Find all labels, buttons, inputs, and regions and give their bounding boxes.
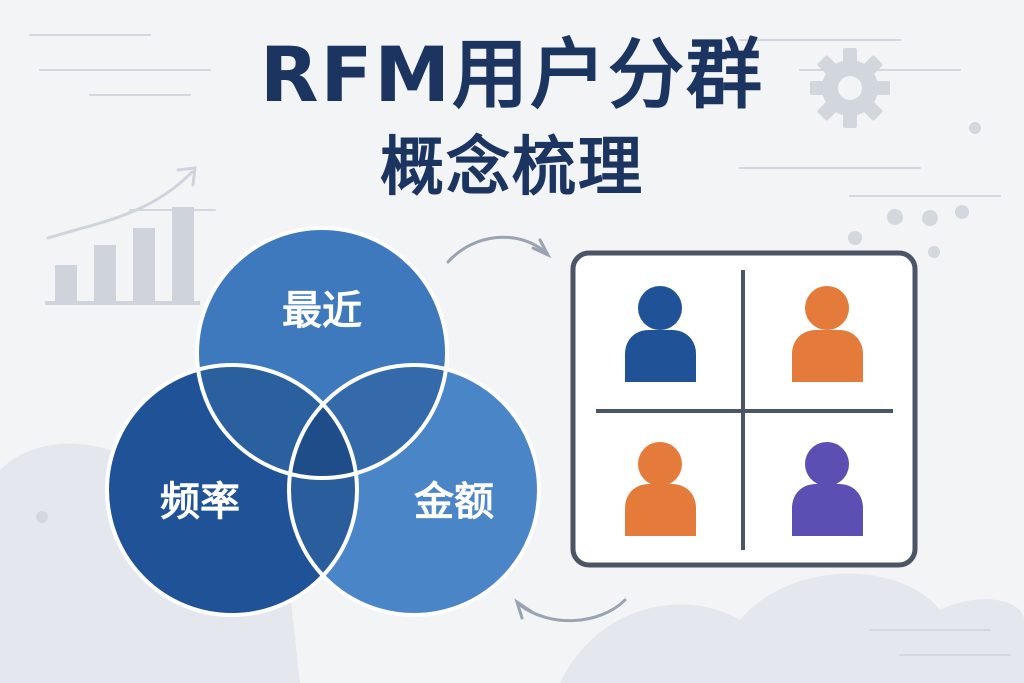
trend-arrow-icon [46, 166, 197, 240]
background-dots [36, 122, 981, 523]
venn-label-recency: 最近 [282, 288, 362, 334]
title-line-2: 概念梳理 [380, 131, 644, 205]
venn-label-frequency: 频率 [160, 479, 240, 525]
title-line-1: RFM用户分群 [259, 30, 765, 119]
user-icon [625, 286, 696, 382]
venn-overlap-recency-frequency [197, 365, 357, 478]
curved-arrow-top-icon [446, 235, 552, 264]
gear-icon [810, 48, 890, 128]
background-lines [29, 34, 1011, 656]
user-icon [792, 442, 863, 536]
curved-arrow-bottom-icon [514, 598, 627, 622]
bar-chart-icon [45, 207, 200, 305]
user-icon [625, 442, 696, 536]
venn-overlap-recency-monetary [289, 365, 447, 478]
venn-label-monetary: 金额 [414, 479, 494, 525]
user-icon [792, 286, 863, 382]
